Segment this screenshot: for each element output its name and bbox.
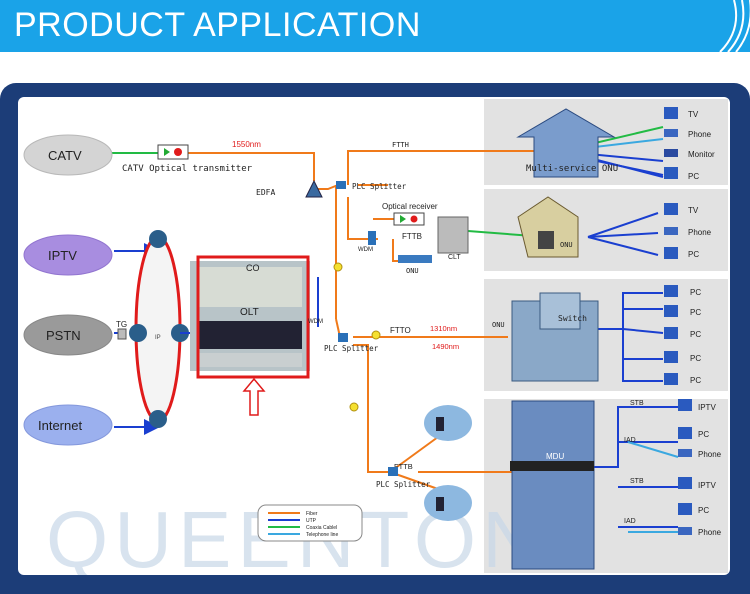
home1-device-pc: PC <box>688 172 699 181</box>
plc-top-label: PLC Splitter <box>352 182 407 191</box>
optical-receiver-label: Optical receiver <box>382 202 438 211</box>
onu-mid-label: ONU <box>560 241 573 249</box>
office-pc-5: PC <box>690 376 701 385</box>
wdm-label-1: WDM <box>358 247 373 253</box>
co-highlight-box <box>196 255 310 379</box>
header-banner: PRODUCT APPLICATION <box>0 0 750 52</box>
router-icon-top <box>149 230 167 248</box>
onu-small-label: ONU <box>406 267 419 275</box>
mdu-pc-2: PC <box>698 506 709 515</box>
onu-switch-label: ONU <box>492 321 505 329</box>
office-pc-4: PC <box>690 354 701 363</box>
internet-cloud: Internet <box>23 404 113 446</box>
fttb-label-2: FTTB <box>394 462 413 471</box>
optical-receiver: Optical receiver <box>382 202 438 226</box>
office-devices: PC PC PC PC PC <box>664 285 701 385</box>
catv-transmitter: CATV Optical transmitter <box>122 144 253 174</box>
page-title: PRODUCT APPLICATION <box>14 6 421 44</box>
ftth-label: FTTH <box>392 141 409 149</box>
plc-splitter-top <box>336 181 346 189</box>
wavelength-1490-label: 1490nm <box>432 342 459 351</box>
plc-splitter-bottom <box>388 467 398 476</box>
mdu-phone-1: Phone <box>698 450 722 459</box>
legend-coax: Coaxia Cablel <box>306 525 337 531</box>
router-icon-left <box>129 324 147 342</box>
legend: Fiber UTP Coaxia Cablel Telephone line <box>257 504 363 542</box>
wavelength-1310-label: 1310nm <box>430 324 457 333</box>
legend-utp: UTP <box>306 518 317 524</box>
mdu-devices: STB IPTV PC IAD Phone STB IPTV PC IAD Ph… <box>624 399 722 537</box>
mdu-pc-1: PC <box>698 430 709 439</box>
mdu-label: MDU <box>546 452 564 461</box>
mdu-stb-1: STB <box>630 400 644 407</box>
plc-splitter-mid <box>338 333 348 342</box>
fiber-coil-icon-3 <box>349 402 359 412</box>
mdu-iad-1: IAD <box>624 437 636 444</box>
clt-label: CLT <box>448 254 461 261</box>
pstn-cloud: PSTN <box>23 314 113 356</box>
onu-small-device <box>398 255 432 263</box>
panel-home1 <box>484 99 728 185</box>
co-label: CO <box>246 263 260 273</box>
home1-devices: TV Phone Monitor PC <box>664 107 715 181</box>
clt-device <box>437 216 469 254</box>
fttb-house-icon-1 <box>424 405 472 441</box>
plc-mid-label: PLC Splitter <box>324 344 379 353</box>
ip-ring: IP <box>129 230 189 428</box>
fttb-house-icon-2 <box>424 485 472 521</box>
wdm-label-2: WDM <box>308 319 323 325</box>
legend-telephone: Telephone line <box>306 532 338 538</box>
multi-onu-label: Multi-service ONU <box>526 164 618 174</box>
network-diagram: QUEENTON <box>23 99 728 575</box>
co-building: CO OLT <box>190 261 310 371</box>
catv-label: CATV <box>48 148 82 163</box>
pstn-label: PSTN <box>46 328 81 343</box>
mdu-iad-2: IAD <box>624 518 636 525</box>
office-pc-2: PC <box>690 308 701 317</box>
home1-device-tv: TV <box>688 110 699 119</box>
home2-devices: TV Phone PC <box>664 203 712 259</box>
banner-swoosh-icon <box>719 0 750 52</box>
mdu-phone-2: Phone <box>698 528 722 537</box>
fiber-coil-icon-1 <box>333 262 343 272</box>
office-pc-3: PC <box>690 330 701 339</box>
home2-device-pc: PC <box>688 250 699 259</box>
router-icon-bottom <box>149 410 167 428</box>
home1-house: Multi-service ONU <box>516 108 618 178</box>
switch-label: Switch <box>558 314 587 323</box>
olt-label: OLT <box>240 307 259 318</box>
catv-cloud: CATV <box>23 134 113 176</box>
wdm-box-1 <box>368 231 376 245</box>
fttb-label-1: FTTB <box>402 232 422 241</box>
mdu-stb-2: STB <box>630 478 644 485</box>
home1-device-phone: Phone <box>688 130 712 139</box>
mdu-iptv-2: IPTV <box>698 481 716 490</box>
mdu-building: MDU <box>510 400 595 570</box>
ip-label: IP <box>155 335 161 341</box>
office-building: ONU Switch <box>492 292 599 382</box>
iptv-cloud: IPTV <box>23 234 113 276</box>
home1-device-monitor: Monitor <box>688 150 715 159</box>
home2-house: ONU <box>517 196 579 258</box>
internet-label: Internet <box>38 418 82 433</box>
catv-tx-label: CATV Optical transmitter <box>122 164 253 174</box>
legend-fiber: Fiber <box>306 511 318 517</box>
red-up-arrow-icon <box>242 377 266 416</box>
iptv-label: IPTV <box>48 248 77 263</box>
tg-device <box>117 328 127 340</box>
edfa-icon <box>305 179 323 198</box>
edfa-label: EDFA <box>256 188 275 197</box>
home2-device-tv: TV <box>688 206 699 215</box>
network-diagram-panel: QUEENTON <box>18 97 730 575</box>
wavelength-1550-label: 1550nm <box>232 140 261 149</box>
office-pc-1: PC <box>690 288 701 297</box>
plc-bottom-label: PLC Splitter <box>376 480 431 489</box>
ftto-label: FTTO <box>390 326 411 335</box>
fiber-coil-icon-2 <box>371 330 381 340</box>
mdu-iptv-1: IPTV <box>698 403 716 412</box>
home2-device-phone: Phone <box>688 228 712 237</box>
tg-label: TG <box>116 320 127 329</box>
